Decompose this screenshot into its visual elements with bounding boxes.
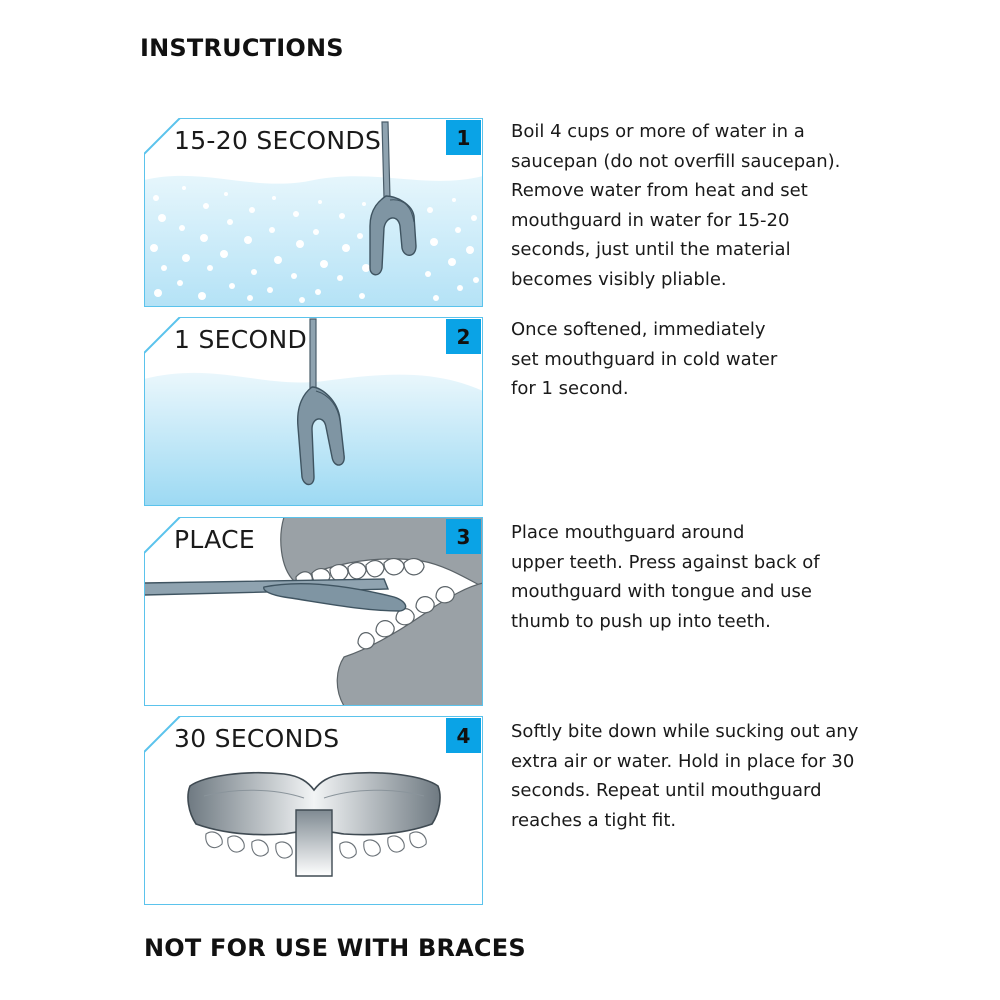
step-3-label: PLACE	[174, 525, 255, 554]
instructions-heading: INSTRUCTIONS	[140, 34, 344, 62]
step-1-description: Boil 4 cups or more of water in a saucep…	[511, 117, 861, 294]
step-1-label: 15-20 SECONDS	[174, 126, 382, 155]
step-4-line: reaches a tight fit.	[511, 809, 677, 831]
step-4-line: Softly bite down while sucking out any	[511, 721, 859, 742]
step-3-number-badge: 3	[446, 519, 481, 554]
step-3-line: upper teeth. Press against back of	[511, 551, 820, 573]
step-4-description: Softly bite down while sucking out any e…	[511, 717, 861, 835]
step-2-description: Once softened, immediately set mouthguar…	[511, 315, 861, 404]
step-1-panel: 15-20 SECONDS 1	[144, 118, 483, 307]
braces-warning: NOT FOR USE WITH BRACES	[144, 934, 526, 962]
step-1-line: becomes visibly pliable.	[511, 268, 727, 290]
step-4-panel: 30 SECONDS 4	[144, 716, 483, 905]
step-1-number-badge: 1	[446, 120, 481, 155]
step-2-line: set mouthguard in cold water	[511, 348, 778, 370]
step-2-label: 1 SECOND	[174, 325, 308, 354]
step-1-line: saucepan (do not overfill saucepan).	[511, 150, 841, 172]
step-1-line: Remove water from heat and set	[511, 180, 808, 201]
step-2-line: Once softened, immediately	[511, 319, 766, 340]
step-3-line: thumb to push up into teeth.	[511, 610, 771, 632]
step-4-number-badge: 4	[446, 718, 481, 753]
step-3-line: mouthguard with tongue and use	[511, 581, 812, 602]
step-2-line: for 1 second.	[511, 378, 629, 399]
step-2-number-badge: 2	[446, 319, 481, 354]
step-4-line: seconds. Repeat until mouthguard	[511, 780, 822, 801]
step-3-description: Place mouthguard around upper teeth. Pre…	[511, 518, 861, 636]
step-1-line: seconds, just until the material	[511, 239, 791, 260]
step-1-line: mouthguard in water for 15-20	[511, 209, 790, 231]
step-2-panel: 1 SECOND 2	[144, 317, 483, 506]
boiling-water-illustration	[144, 118, 483, 307]
step-4-label: 30 SECONDS	[174, 724, 340, 753]
step-3-panel: PLACE 3	[144, 517, 483, 706]
step-4-line: extra air or water. Hold in place for 30	[511, 750, 855, 772]
cold-water-illustration	[144, 317, 483, 506]
step-3-line: Place mouthguard around	[511, 522, 745, 543]
fitted-mouthguard-illustration	[144, 716, 483, 905]
step-1-line: Boil 4 cups or more of water in a	[511, 121, 805, 142]
teeth-placement-illustration	[144, 517, 483, 706]
